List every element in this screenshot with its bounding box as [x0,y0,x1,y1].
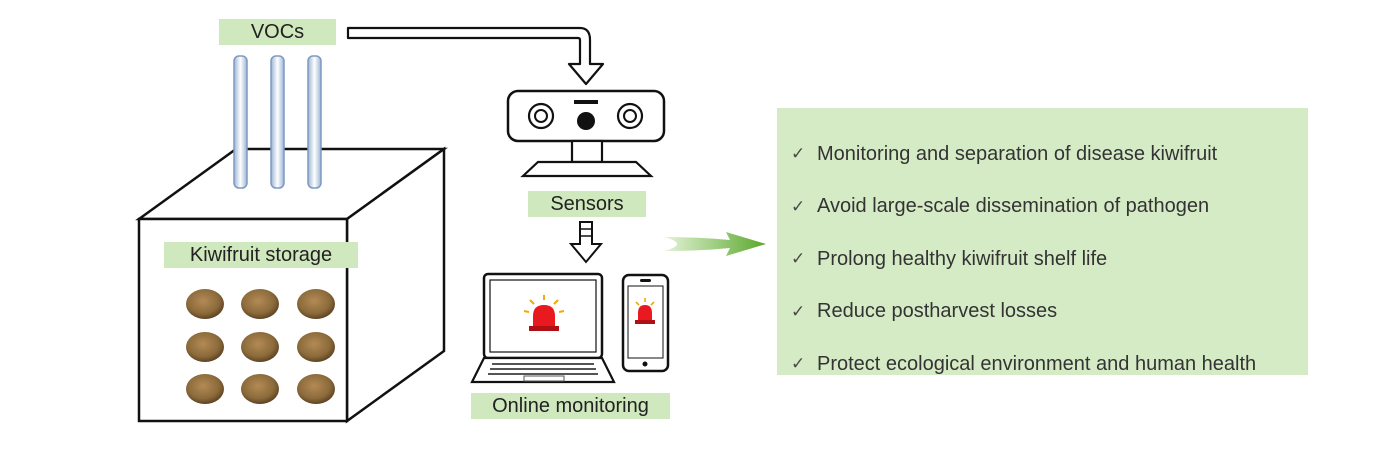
alarm-siren-icon [523,295,565,331]
check-icon: ✓ [791,249,806,269]
voc-tubes [233,55,322,189]
benefit-item: ✓ Reduce postharvest losses [791,286,1308,339]
online-monitoring-label: Online monitoring [471,393,670,419]
arrow-icon [346,26,605,86]
check-icon: ✓ [791,301,806,321]
check-icon: ✓ [791,144,806,164]
benefit-text: Protect ecological environment and human… [817,352,1257,375]
storage-box [135,146,448,424]
check-icon: ✓ [791,354,806,374]
sensor-device-icon [506,89,666,178]
kiwifruit-storage-label: Kiwifruit storage [164,242,358,268]
benefit-text: Prolong healthy kiwifruit shelf life [817,247,1108,270]
benefit-text: Monitoring and separation of disease kiw… [817,142,1218,165]
benefit-text: Avoid large-scale dissemination of patho… [817,195,1210,218]
check-icon: ✓ [791,196,806,216]
alarm-siren-icon [635,298,655,324]
benefits-panel: ✓ Monitoring and separation of disease k… [777,108,1308,375]
kiwifruit-grid [186,289,335,404]
benefit-item: ✓ Avoid large-scale dissemination of pat… [791,181,1308,234]
arrow-icon [568,221,604,264]
arrow-icon [664,232,766,256]
benefit-item: ✓ Monitoring and separation of disease k… [791,128,1308,181]
sensors-label: Sensors [528,191,646,217]
benefit-item: ✓ Protect ecological environment and hum… [791,338,1308,391]
benefit-text: Reduce postharvest losses [817,300,1058,323]
laptop-icon [470,272,616,384]
benefit-item: ✓ Prolong healthy kiwifruit shelf life [791,233,1308,286]
vocs-label: VOCs [219,19,336,45]
